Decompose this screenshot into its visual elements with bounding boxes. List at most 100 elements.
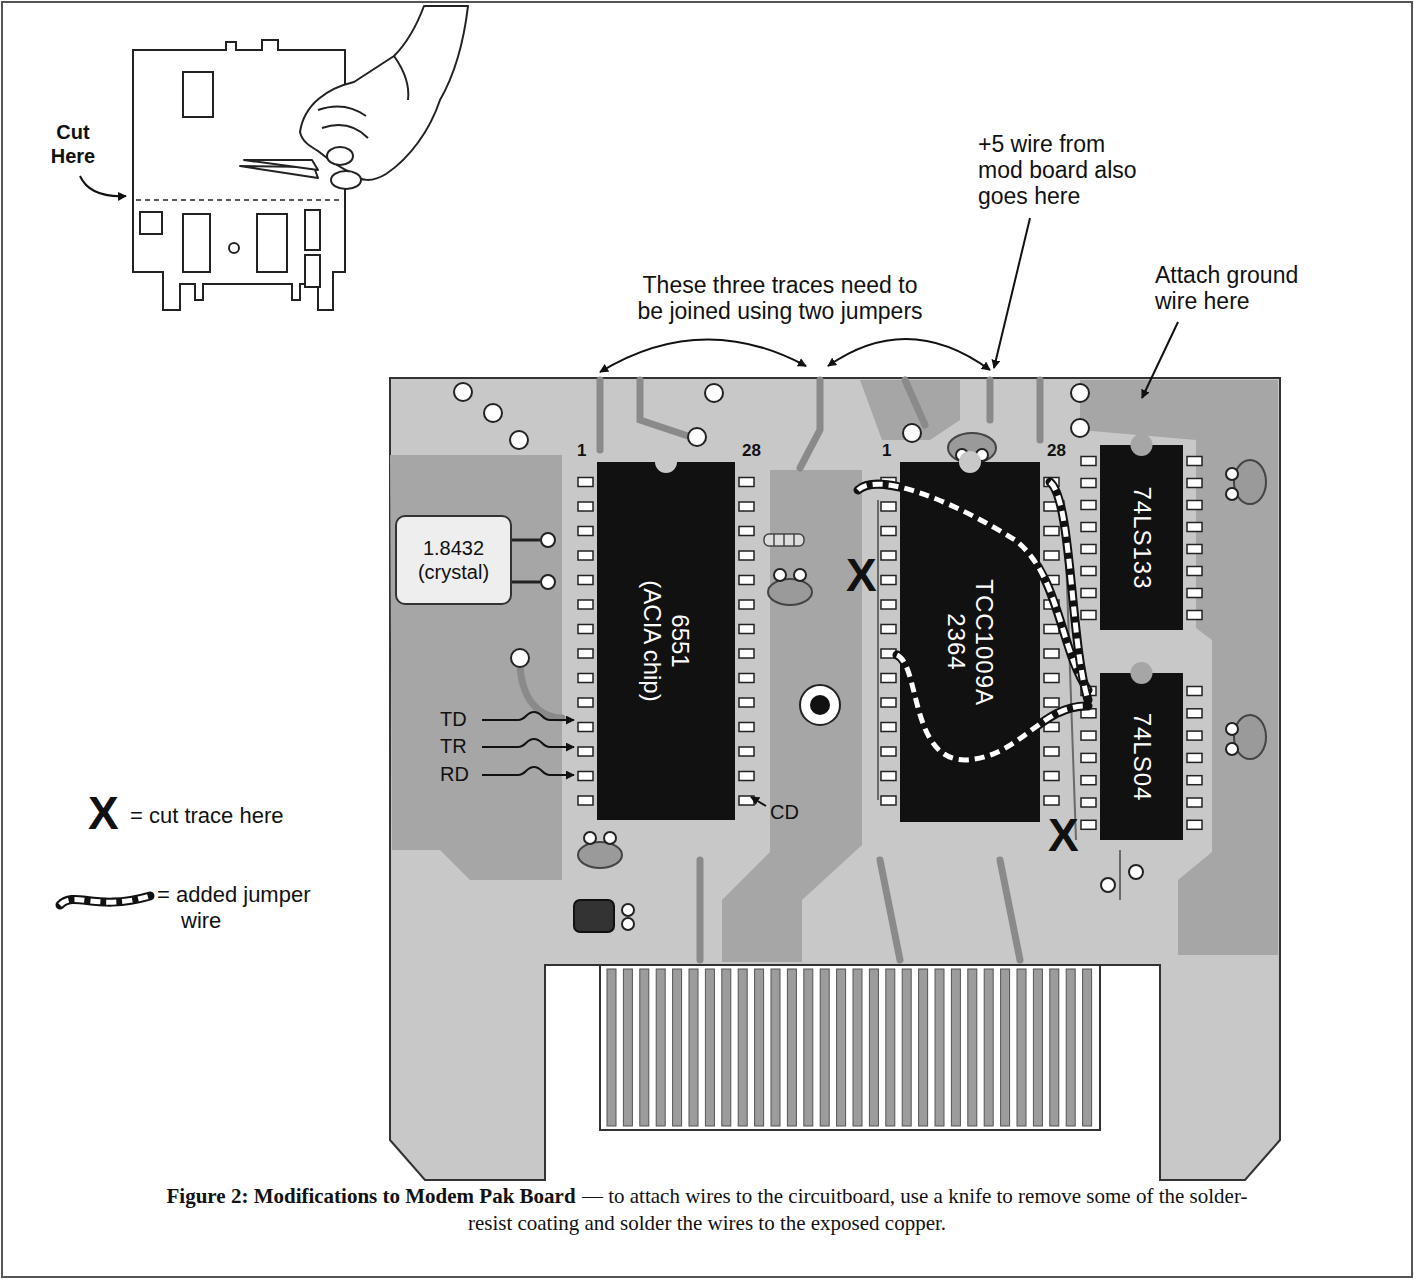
chip-body [1187,753,1202,762]
chip-body [1131,662,1153,684]
jumper-sample [60,896,150,905]
chip-body [578,551,593,560]
edge-connector [689,969,698,1126]
chip-body [739,698,754,707]
jumper-wire [1050,482,1088,700]
capacitor-lead [794,569,806,581]
board-sketch [183,214,210,272]
hand-with-scissors [240,6,468,189]
chip-body [1044,527,1059,536]
leader-arrow [600,339,806,372]
via [705,384,723,402]
chip-body [881,576,896,585]
hand-with-scissors [318,107,366,116]
chip-body [739,576,754,585]
chip-body [1187,709,1202,718]
legend-text: = added jumper wire [157,882,346,934]
copper-pour [390,380,1278,962]
chip-body [1044,649,1059,658]
capacitor [768,579,812,605]
pin-number: 28 [742,441,761,461]
edge-connector [607,969,616,1126]
board-sketch [257,214,287,272]
resistor [793,534,795,546]
chip-body [1187,611,1202,620]
chip-body [578,625,593,634]
chip-body [1081,776,1096,785]
via [903,424,921,442]
leader-arrow [482,739,574,747]
chip-body [578,600,593,609]
hand-with-scissors [327,147,353,165]
edge-connector [1050,969,1059,1126]
board-sketch [133,40,345,310]
ic-chip: 6551 (ACIA chip) [597,462,735,820]
chip-body [1187,523,1202,532]
chip-body [597,462,735,820]
cut-line [136,199,343,201]
ic-chip: 74LS133 [1100,445,1183,630]
edge-connector [673,969,682,1126]
edge-connector [968,969,977,1126]
chip-body [578,747,593,756]
chip-body [739,478,754,487]
cut-mark: X [846,552,877,598]
chip-body [739,502,754,511]
edge-connector [640,969,649,1126]
via [454,383,472,401]
electrolytic-capacitor [574,900,634,932]
via [454,383,1143,892]
board-trace [697,860,704,960]
leader-arrow [482,767,574,775]
chip-body [1081,545,1096,554]
chip-body [578,674,593,683]
board-trace [1119,850,1121,900]
capacitor-lead [584,449,1238,844]
chip-body [739,625,754,634]
chip-body [1081,501,1096,510]
chip-body [1187,798,1202,807]
chip-body [578,723,593,732]
chip-body [1081,523,1096,532]
edge-connector [623,969,632,1126]
chip-label: TCC1009A 2364 [942,579,997,704]
board-trace [1037,380,1044,440]
chip-body [1100,445,1183,630]
via [1129,865,1143,879]
chip-body [1081,611,1096,620]
capacitor-lead [584,832,596,844]
chip-body [1081,589,1096,598]
chip-body [1187,567,1202,576]
board-sketch [183,72,213,117]
chip-body [881,600,896,609]
edge-connector [1017,969,1026,1126]
chip-body [1187,776,1202,785]
board-sketch [133,40,345,310]
pin-number: 1 [577,441,586,461]
leader-arrow [482,712,574,720]
callout-note: These three traces need to be joined usi… [610,272,950,324]
chip-body [1044,698,1059,707]
resistor [773,534,775,546]
chip-body [1187,687,1202,696]
chip-body [739,551,754,560]
chip-body [881,723,896,732]
callout-note: Attach ground wire here [1155,262,1315,314]
edge-connector [820,969,829,1126]
chip-body [578,649,593,658]
legend-mark: X [88,790,119,836]
hand-with-scissors [394,56,408,100]
chip-body [739,600,754,609]
chip-body [881,674,896,683]
chip-body [1187,731,1202,740]
figure-title: Figure 2: Modifications to Modem Pak Boa… [167,1184,576,1208]
edge-connector [1083,969,1092,1126]
capacitor [1234,715,1266,759]
edge-connector [1001,969,1010,1126]
edge-connector [886,969,895,1126]
via [484,404,502,422]
crystal-lead [512,539,540,542]
chip-body [1187,545,1202,554]
leader-arrow [482,218,1178,806]
